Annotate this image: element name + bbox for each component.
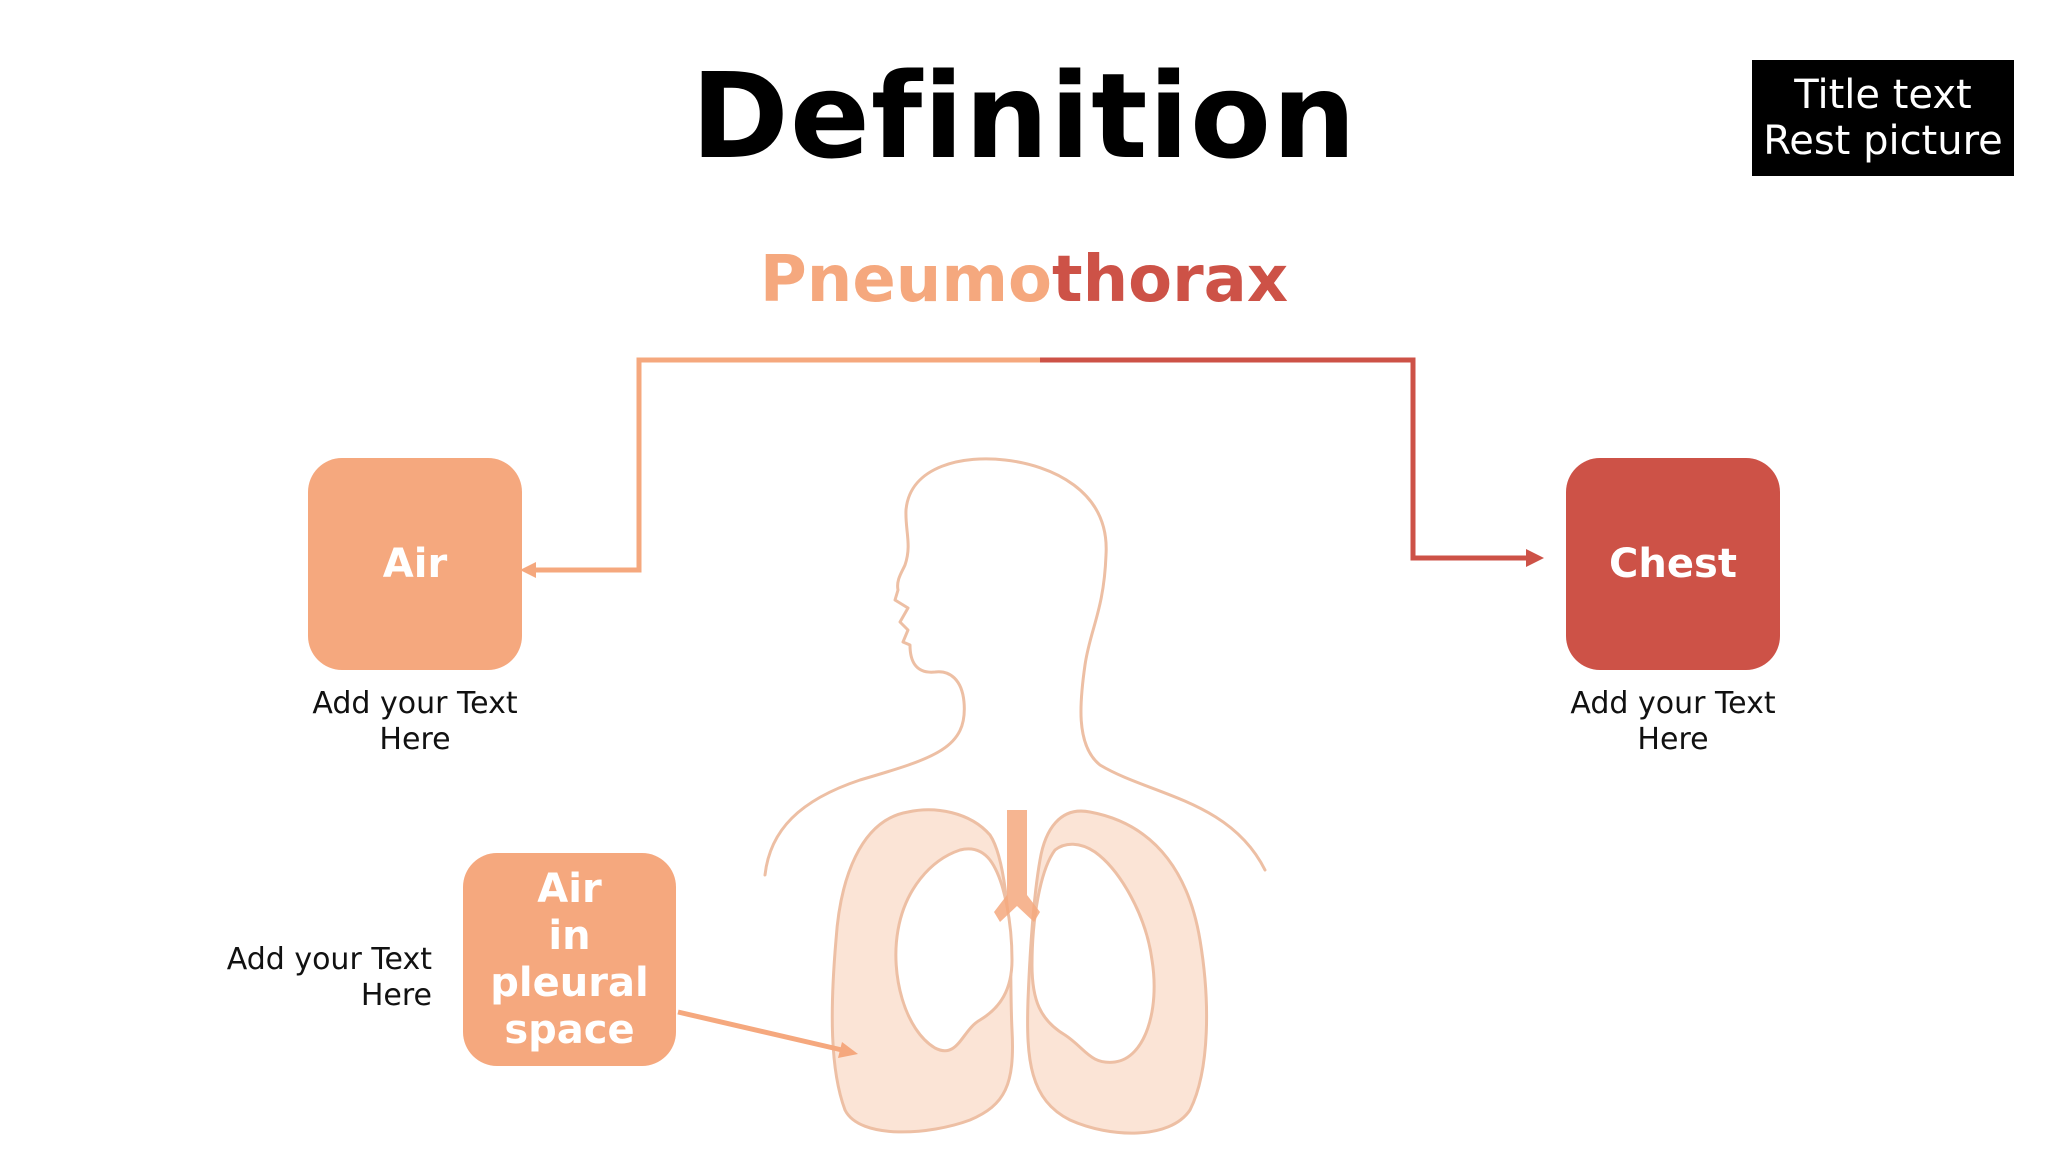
tag-line-2: Rest picture [1763,118,2003,164]
slide-title: Definition [690,47,1358,185]
human-silhouette-icon [763,457,1267,877]
lungs-icon [830,808,1209,1135]
left-lung-air-space [894,847,1014,1053]
title-rest-tag: Title text Rest picture [1752,60,2014,176]
term-prefix: Pneumo [759,243,1052,317]
air-caption-line-1: Add your Text [312,686,518,721]
chest-box-label: Chest [1609,541,1737,587]
pleural-label-line-3: pleural [490,959,649,1006]
air-caption-line-2: Here [379,722,451,757]
trachea-icon [994,810,1040,922]
air-connector [530,357,1040,573]
air-box-label: Air [382,541,448,587]
tag-line-1: Title text [1794,72,1972,118]
pleural-pointer-arrowhead [838,1042,858,1058]
pleural-label-line-1: Air [537,865,602,912]
term-suffix: thorax [1051,243,1289,317]
term-heading: Pneumothorax [0,245,2048,315]
pleural-pointer-line [677,1009,843,1053]
pleural-label-line-2: in [548,912,591,959]
pleural-label-line-4: space [504,1006,635,1053]
chest-caption: Add your Text Here [1553,686,1793,758]
air-caption: Add your Text Here [295,686,535,758]
pleural-caption-line-2: Here [360,978,432,1013]
chest-caption-line-1: Add your Text [1570,686,1776,721]
air-arrowhead [520,562,536,578]
pleural-box-label: Air in pleural space [490,866,648,1054]
chest-caption-line-2: Here [1637,722,1709,757]
chest-arrowhead [1526,549,1544,567]
pleural-caption-line-1: Add your Text [226,942,432,977]
chest-box: Chest [1566,458,1780,670]
pleural-caption: Add your Text Here [196,942,432,1014]
chest-connector [1040,357,1528,561]
right-lung-air-space [1030,842,1156,1064]
air-box: Air [308,458,522,670]
pleural-space-box: Air in pleural space [463,853,676,1066]
